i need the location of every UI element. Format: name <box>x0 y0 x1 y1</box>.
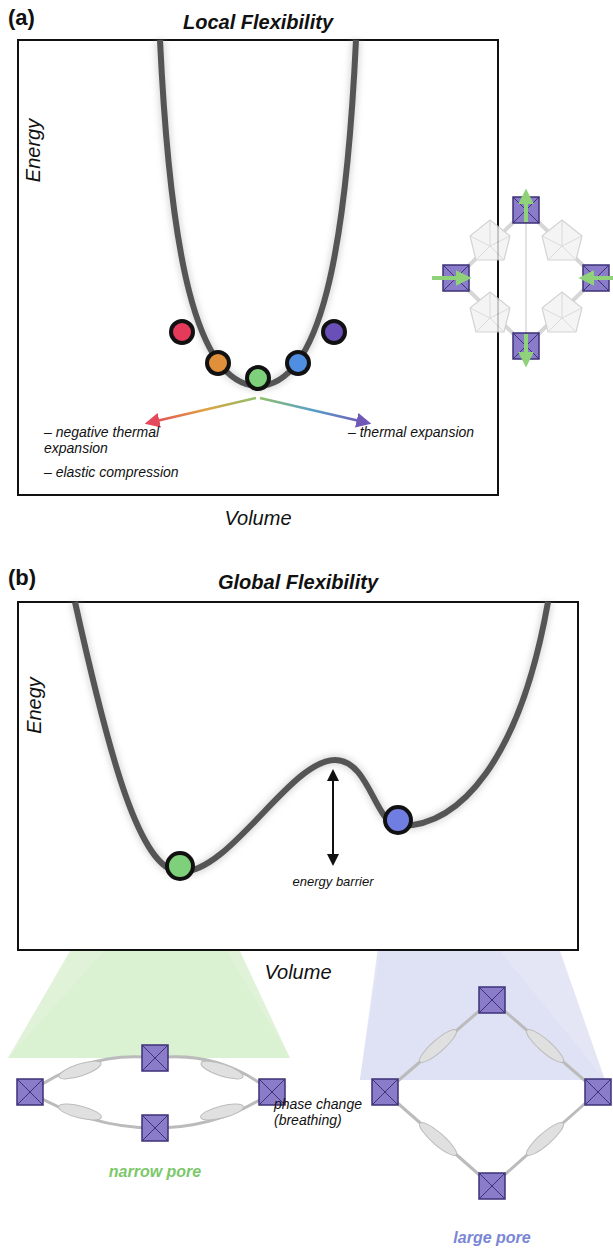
annotation: energy barrier <box>293 875 374 890</box>
contraction-arrow <box>152 398 256 422</box>
large-pore-framework <box>372 987 611 1199</box>
annotation: phase change (breathing) <box>274 1096 374 1128</box>
axis-label: Enegy <box>23 677 46 734</box>
annotation: – negative thermal expansion <box>44 424 194 456</box>
panel-label: (b) <box>8 565 36 590</box>
barrier-arrow <box>332 775 334 860</box>
narrow-pore-framework <box>17 1045 285 1141</box>
panel-label: (a) <box>8 5 35 30</box>
framework-local <box>432 197 613 359</box>
annotation: – elastic compression <box>44 464 179 480</box>
energy-curve <box>160 40 356 386</box>
state-marker <box>167 853 193 879</box>
axis-label: Energy <box>23 118 46 181</box>
axis-label: Volume <box>264 961 331 984</box>
plot-frame <box>18 40 498 495</box>
double-well-curve <box>75 602 548 872</box>
state-marker <box>385 807 411 833</box>
annotation: – thermal expansion <box>348 424 474 440</box>
state-label: large pore <box>453 1229 530 1247</box>
panel-title: Local Flexibility <box>183 11 333 34</box>
panel-title: Global Flexibility <box>218 571 378 594</box>
expansion-arrow <box>260 398 364 422</box>
state-markers <box>171 321 345 389</box>
state-label: narrow pore <box>109 1163 201 1181</box>
axis-label: Volume <box>224 507 291 530</box>
plot-frame <box>18 602 578 950</box>
